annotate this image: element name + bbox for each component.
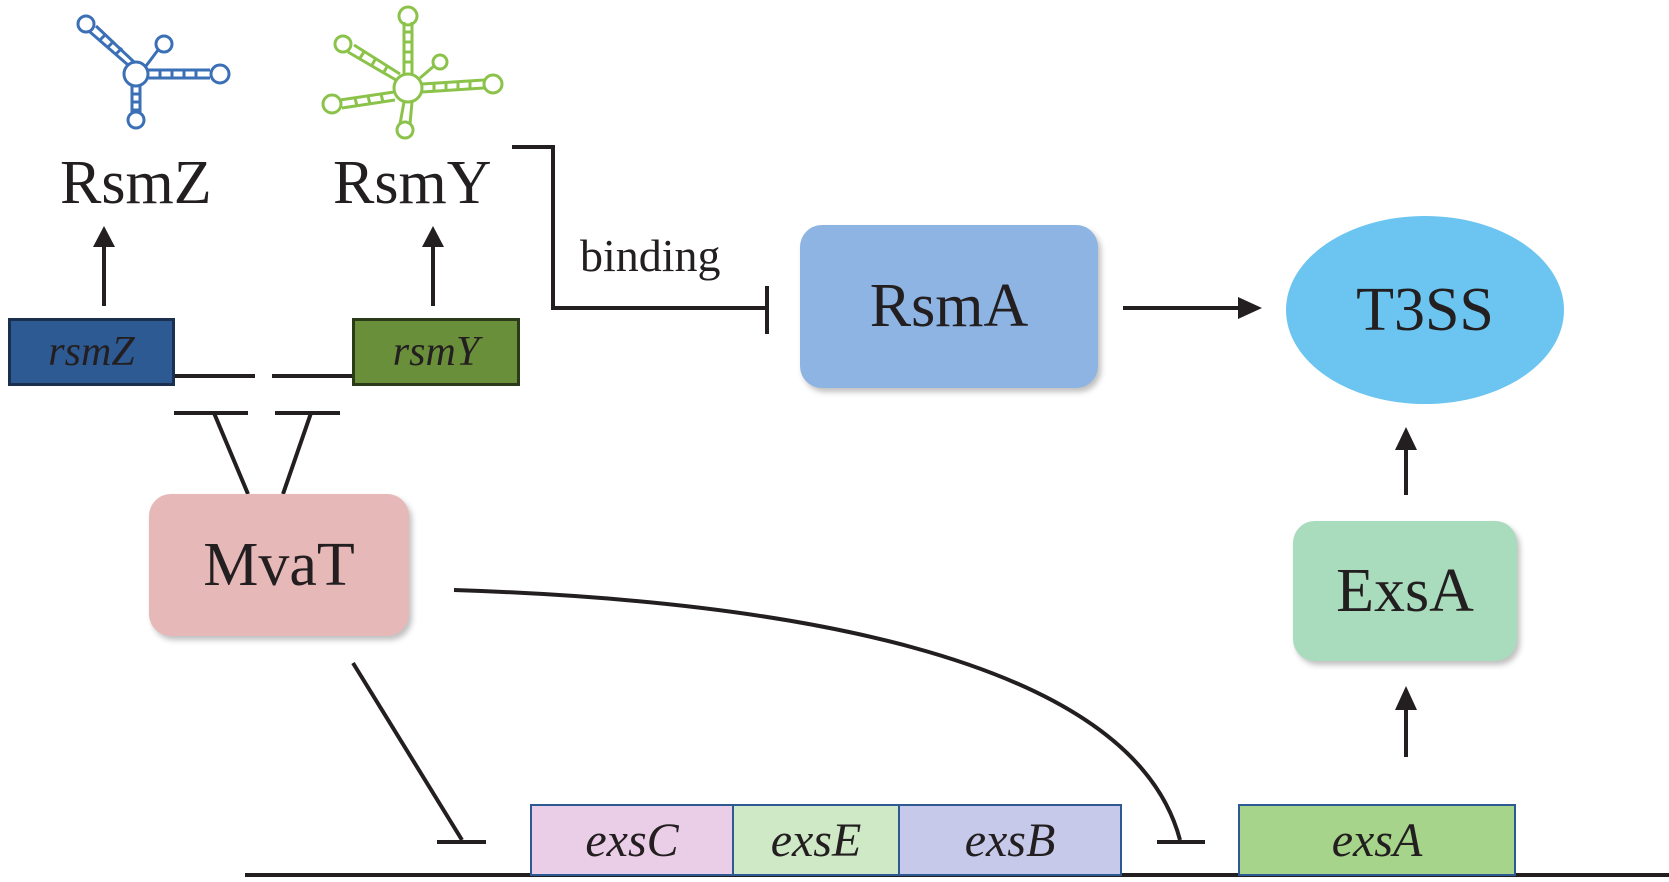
t3ss-label: T3SS <box>1356 275 1494 344</box>
mvat-inhibits-exsa <box>453 588 1182 841</box>
rsmy-gene: rsmY <box>352 318 520 386</box>
exsc-gene-label: exsC <box>585 813 679 867</box>
exsa-gene: exsA <box>1238 804 1516 876</box>
rsmz-gene-label: rsmZ <box>48 329 135 375</box>
exsb-gene: exsB <box>898 804 1122 876</box>
rsmy-binding-inhibits-rsma <box>512 145 767 310</box>
rsma-node: RsmA <box>800 225 1098 388</box>
rsmy-rna-structure-icon <box>321 5 504 140</box>
rsmz-gene: rsmZ <box>8 318 175 386</box>
mvat-inhibits-rsmy <box>281 412 313 495</box>
exsa-gene-label: exsA <box>1331 813 1423 867</box>
exsa-protein-label: ExsA <box>1336 556 1474 625</box>
rsmy-srna-label: RsmY <box>333 149 492 217</box>
exsa-protein-node: ExsA <box>1293 521 1517 661</box>
rsma-label: RsmA <box>869 272 1029 340</box>
binding-label: binding <box>580 230 721 281</box>
mvat-label: MvaT <box>203 530 355 599</box>
exse-gene: exsE <box>732 804 900 876</box>
rsmz-srna-label: RsmZ <box>60 149 212 217</box>
rsmy-gene-label: rsmY <box>392 329 480 375</box>
exsc-gene: exsC <box>530 804 734 876</box>
mvat-node: MvaT <box>149 494 409 636</box>
t3ss-node: T3SS <box>1286 216 1564 404</box>
mvat-inhibits-exsceb <box>351 661 464 842</box>
mvat-inhibits-rsmz <box>212 412 250 495</box>
exsb-gene-label: exsB <box>964 813 1056 867</box>
exse-gene-label: exsE <box>770 813 862 867</box>
rsmz-rna-structure-icon <box>76 14 231 130</box>
